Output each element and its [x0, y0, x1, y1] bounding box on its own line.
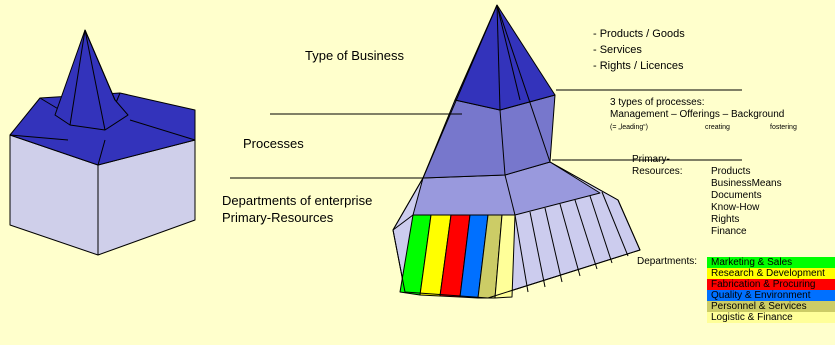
process-types-subtitle: Management – Offerings – Background [610, 109, 785, 120]
departments-label-line1: Departments of enterprise [222, 193, 373, 208]
department-logistic: Logistic & Finance [707, 312, 835, 323]
process-note-leading: (= „leading“) [610, 124, 648, 131]
primary-resources-label-line1: Primary- [632, 154, 670, 165]
process-note-fostering: fostering [770, 124, 797, 131]
resource-item: Finance [711, 226, 747, 237]
process-note-creating: creating [705, 124, 730, 131]
resource-item: Rights [711, 214, 740, 225]
resource-item: Products [711, 166, 751, 177]
processes-label: Processes [243, 136, 304, 151]
process-types-title: 3 types of processes: [610, 97, 705, 108]
resource-item: Know-How [711, 202, 760, 213]
department-fabrication: Fabrication & Procuring [707, 279, 835, 290]
resource-item: BusinessMeans [711, 178, 782, 189]
business-type-item: - Rights / Licences [593, 60, 684, 72]
business-type-item: - Products / Goods [593, 28, 685, 40]
department-quality: Quality & Environment [707, 290, 835, 301]
departments-legend-label: Departments: [637, 256, 698, 267]
department-research: Research & Development [707, 268, 835, 279]
business-type-item: - Services [593, 44, 642, 56]
departments-label-line2: Primary-Resources [222, 210, 334, 225]
primary-resources-label-line2: Resources: [632, 166, 683, 177]
pyramid-top [454, 4, 556, 111]
resource-item: Documents [711, 190, 762, 201]
department-marketing: Marketing & Sales [707, 257, 835, 268]
type-of-business-label: Type of Business [305, 48, 404, 63]
department-personnel: Personnel & Services [707, 301, 835, 312]
